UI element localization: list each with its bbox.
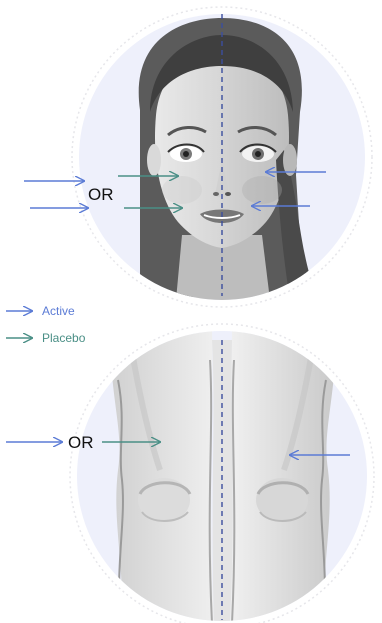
legend	[6, 311, 32, 338]
knee-or-label: OR	[68, 433, 94, 453]
face-illustration	[139, 18, 318, 300]
knee-panel	[6, 324, 374, 623]
knee-illustration	[110, 330, 336, 623]
legend-placebo-label: Placebo	[42, 331, 85, 345]
face-or-label: OR	[88, 185, 114, 205]
face-panel	[24, 7, 372, 307]
legend-active-label: Active	[42, 304, 75, 318]
